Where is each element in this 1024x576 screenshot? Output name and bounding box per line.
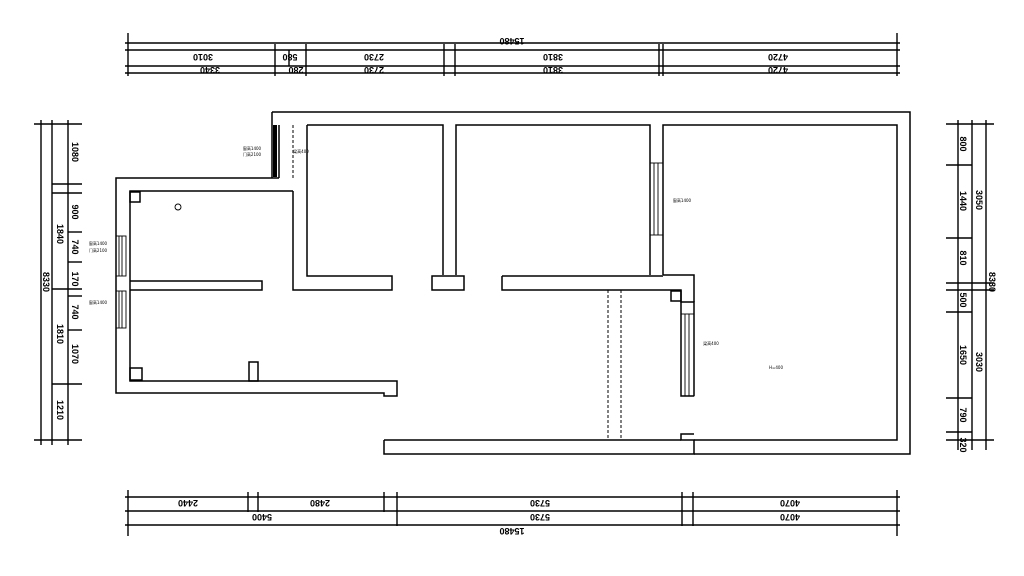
top-row1-label-5: 4720 bbox=[768, 52, 788, 62]
left-col-label-6: 1070 bbox=[70, 344, 80, 364]
window-label-c: 窗高1400 bbox=[89, 299, 108, 305]
left-col-label-5: 740 bbox=[70, 304, 80, 319]
bottom-row2-label-3: 4070 bbox=[780, 512, 800, 522]
left-col2-label-1: 1840 bbox=[55, 224, 65, 244]
room-label-a: H=400 bbox=[769, 365, 783, 370]
window-label-d: 窗高1400 bbox=[673, 197, 692, 203]
top-row1-label-4: 3810 bbox=[543, 52, 563, 62]
bottom-row1-label-3: 5730 bbox=[530, 498, 550, 508]
left-col-label-3: 740 bbox=[70, 239, 80, 254]
top-row2-label-5: 4720 bbox=[768, 65, 788, 75]
right-col-label-5: 1650 bbox=[958, 345, 968, 365]
right-col-label-3: 810 bbox=[958, 250, 968, 265]
left-col-label-4: 170 bbox=[70, 271, 80, 286]
beam-label-b: 梁高400 bbox=[703, 340, 719, 346]
bottom-row1-label-4: 4070 bbox=[780, 498, 800, 508]
left-col2-label-2: 1810 bbox=[55, 324, 65, 344]
left-col-label-7: 1210 bbox=[55, 400, 65, 420]
top-row1-label-2: 580 bbox=[282, 52, 297, 62]
right-group2-label: 3030 bbox=[974, 352, 984, 372]
window-label-a: 窗高1400 bbox=[243, 145, 262, 151]
walls bbox=[115, 111, 911, 455]
dashed-beams bbox=[292, 125, 622, 440]
right-col-label-7: 320 bbox=[958, 437, 968, 452]
door-label-a: 门高2100 bbox=[243, 151, 262, 157]
bottom-row2-label-2: 5730 bbox=[530, 512, 550, 522]
top-row1-label-1: 3010 bbox=[193, 52, 213, 62]
top-row1-label-3: 2730 bbox=[364, 52, 384, 62]
right-col-label-2: 1440 bbox=[958, 191, 968, 211]
bottom-row1-label-2: 2480 bbox=[310, 498, 330, 508]
left-total-label: 8330 bbox=[41, 272, 51, 292]
window-label-b: 窗高1400 bbox=[89, 240, 108, 246]
right-col-label-4: 500 bbox=[958, 292, 968, 307]
top-row2-label-4: 3810 bbox=[543, 65, 563, 75]
windows bbox=[115, 125, 695, 397]
right-total-label: 8330 bbox=[987, 272, 997, 292]
left-dimension-chain bbox=[34, 120, 82, 445]
left-col-label-2: 900 bbox=[70, 204, 80, 219]
right-dimension-chain bbox=[946, 120, 994, 450]
beam-label-a: 梁高400 bbox=[293, 148, 309, 154]
top-row2-label-2: 280 bbox=[288, 65, 303, 75]
bottom-row2-label-1: 5400 bbox=[252, 512, 272, 522]
top-row2-label-1: 3340 bbox=[200, 65, 220, 75]
fixture-circle bbox=[174, 203, 182, 211]
door-label-b: 门高2100 bbox=[89, 247, 108, 253]
bottom-dimension-chain bbox=[125, 490, 900, 536]
right-group1-label: 3050 bbox=[974, 190, 984, 210]
right-col-label-6: 790 bbox=[958, 407, 968, 422]
bottom-row1-label-1: 2440 bbox=[178, 498, 198, 508]
top-row2-label-3: 2730 bbox=[364, 65, 384, 75]
top-total-label: 15480 bbox=[499, 36, 524, 46]
right-col-label-1: 800 bbox=[958, 136, 968, 151]
left-col-label-1: 1080 bbox=[70, 142, 80, 162]
bottom-total-label: 15480 bbox=[499, 526, 524, 536]
top-dimension-chain bbox=[125, 33, 900, 76]
